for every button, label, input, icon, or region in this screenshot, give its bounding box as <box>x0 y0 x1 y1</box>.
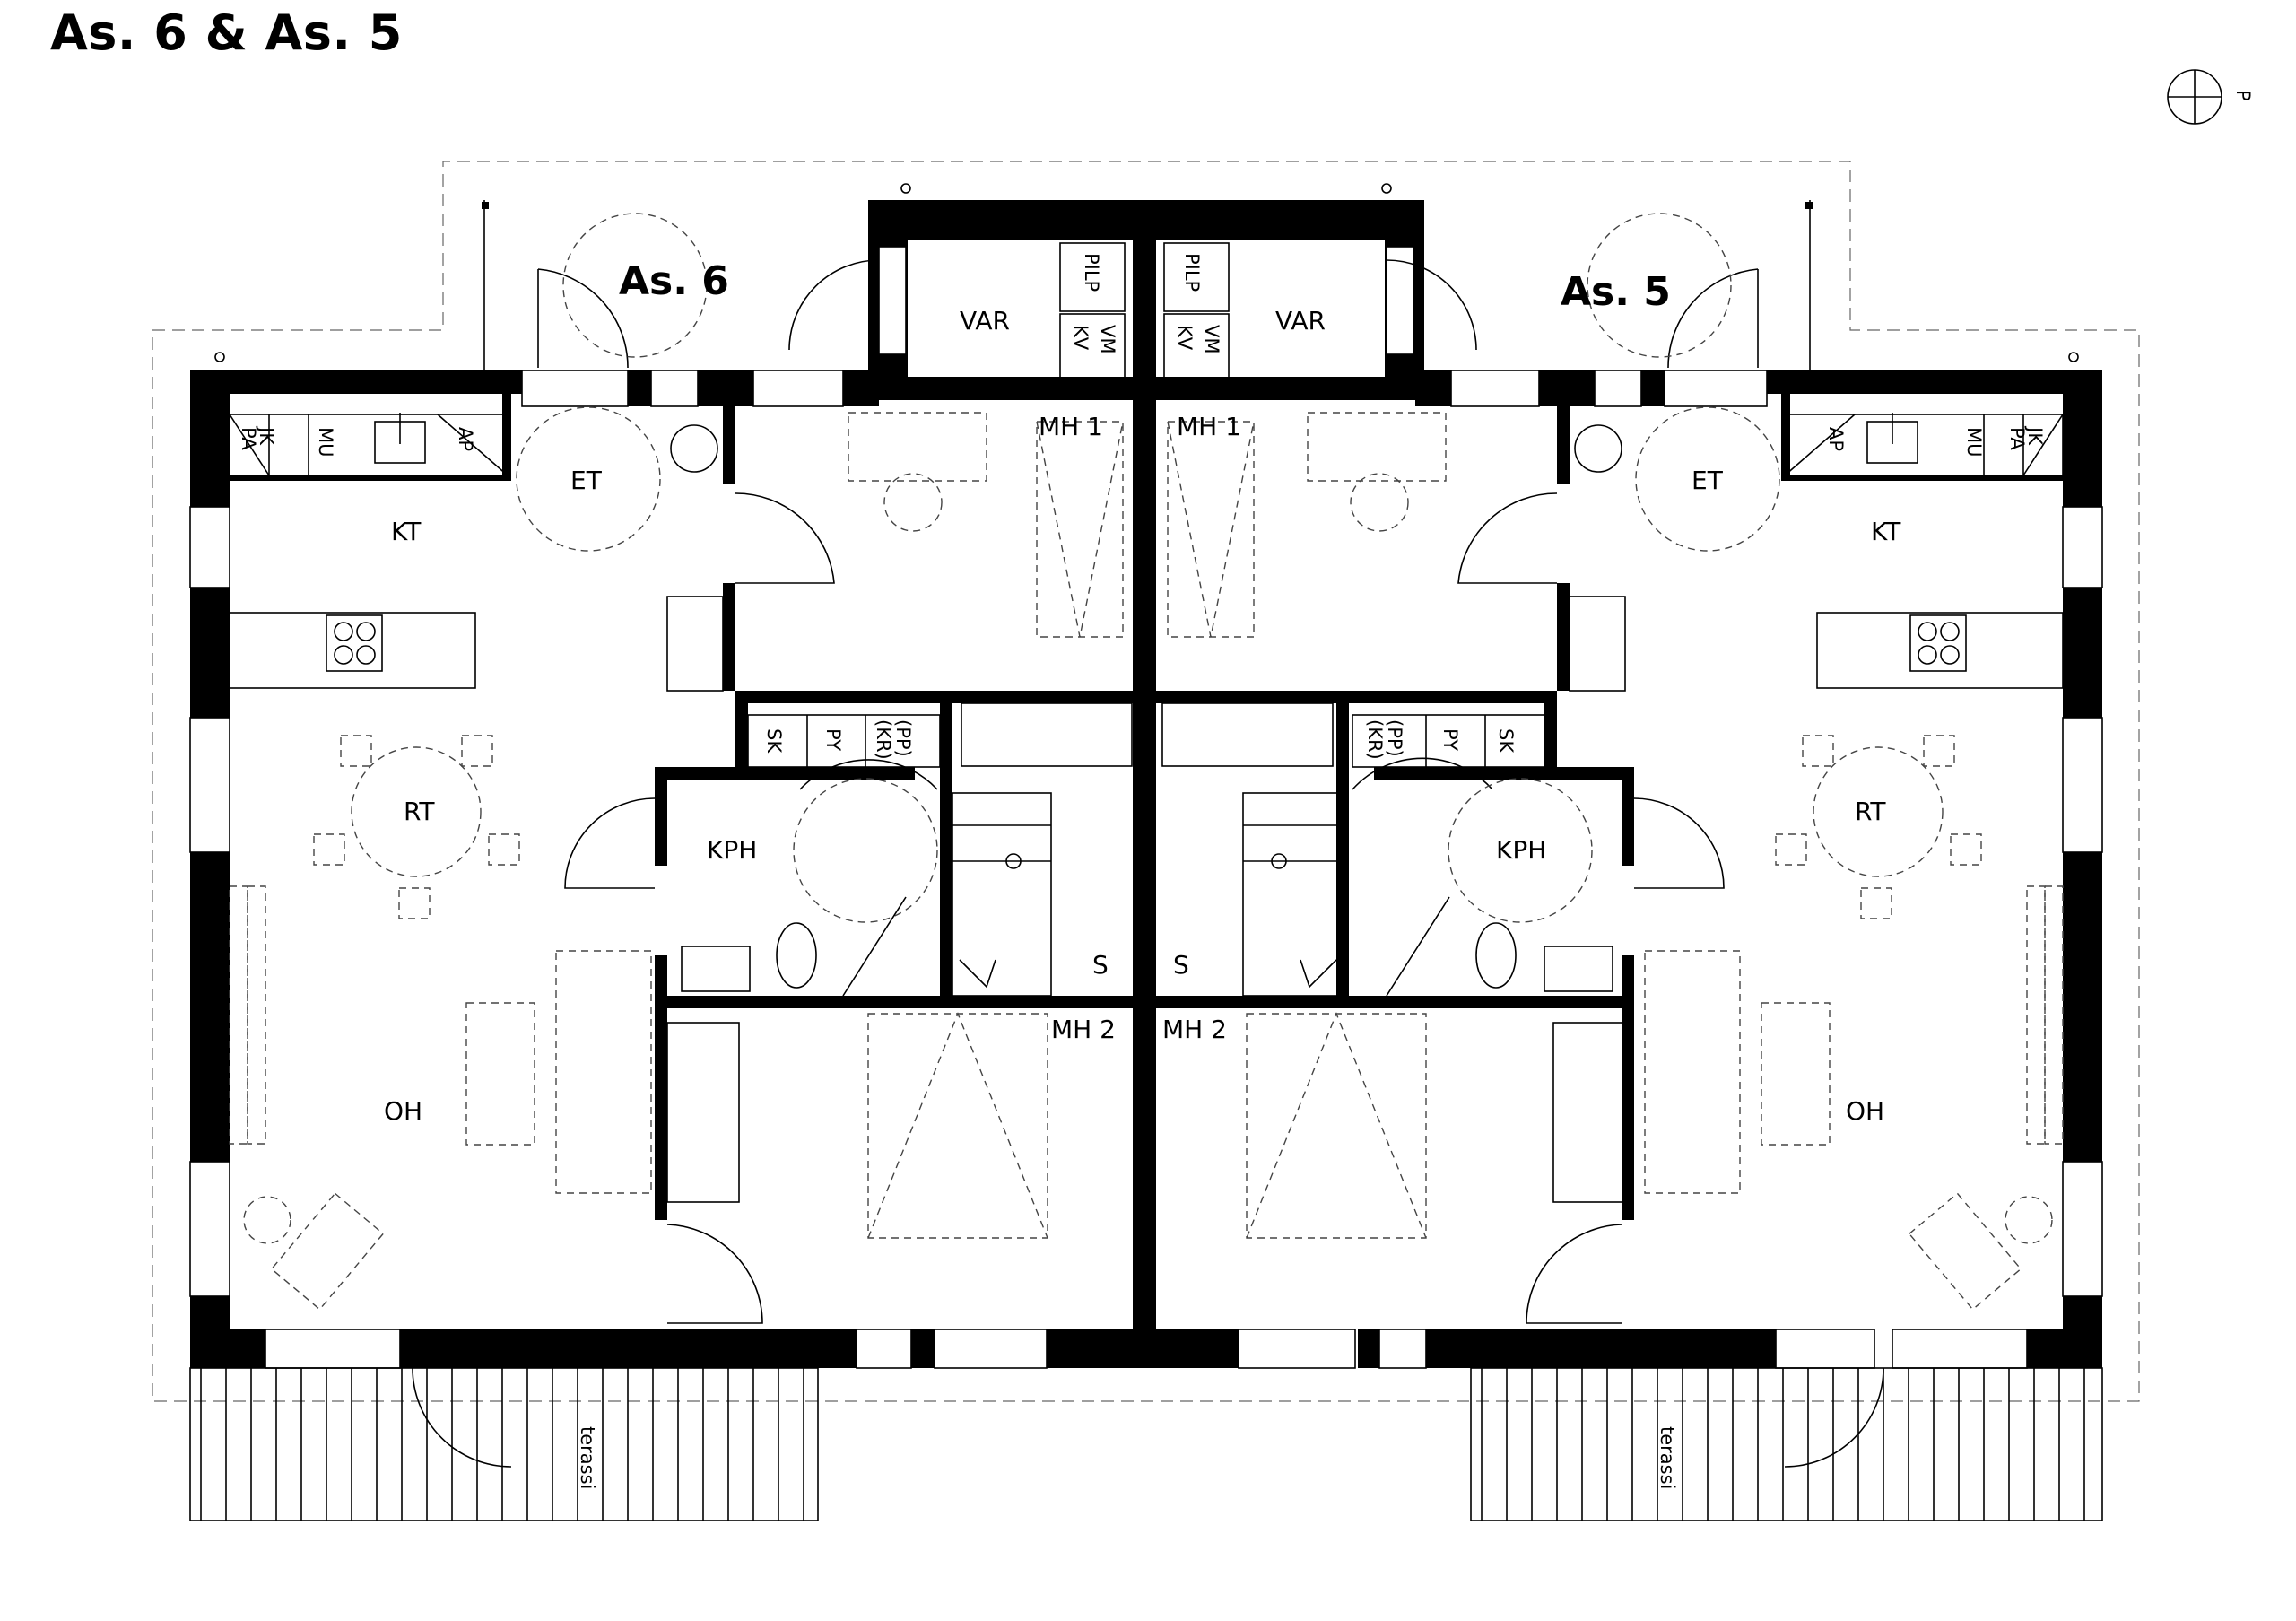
fixture-jk-right: JK <box>2024 425 2046 446</box>
dining <box>313 735 1982 919</box>
fixture-kr-left: (KR) <box>873 719 894 760</box>
labels: As. 6 As. 5 VAR VAR ET ET KT KT RT RT OH… <box>238 242 2046 1489</box>
roof-outline <box>152 161 2140 1402</box>
fixture-lljt-right: LLJT <box>1177 379 1215 400</box>
fixture-kr-right: (KR) <box>1364 719 1386 760</box>
exterior-walls <box>190 200 2102 1368</box>
room-et-right: ET <box>1692 466 1724 495</box>
fixture-pilp-right: PILP <box>1181 253 1203 292</box>
room-kph-right: KPH <box>1496 835 1546 865</box>
room-mh2-left: MH 2 <box>1051 1015 1116 1044</box>
room-kph-left: KPH <box>707 835 757 865</box>
room-var-right: VAR <box>1275 306 1326 336</box>
room-mh1-left: MH 1 <box>1039 412 1103 441</box>
room-mh1-right: MH 1 <box>1177 412 1241 441</box>
fixture-ap-left: AP <box>455 427 476 451</box>
unit-label-left: As. 6 <box>619 258 729 304</box>
room-s-right: S <box>1173 950 1189 980</box>
windows <box>189 246 2103 1369</box>
fixture-sk-left: SK <box>763 728 785 754</box>
room-oh-right: OH <box>1846 1096 1884 1126</box>
fixture-pp-left: (PP) <box>892 719 914 757</box>
fixture-py-left: PY <box>822 728 844 751</box>
canopy <box>214 183 2079 370</box>
living <box>229 885 2064 1311</box>
terrace-label-right: terassi <box>1657 1426 1678 1489</box>
unit-label-right: As. 5 <box>1561 269 1671 315</box>
fixture-pilp-left: PILP <box>1081 253 1102 292</box>
room-var-left: VAR <box>960 306 1010 336</box>
room-kt-left: KT <box>391 517 422 546</box>
fixture-mu-right: MU <box>1963 427 1985 458</box>
room-s-left: S <box>1092 950 1109 980</box>
room-rt-left: RT <box>404 797 435 826</box>
room-et-left: ET <box>570 466 603 495</box>
north-arrow-icon: P <box>2167 69 2254 125</box>
fixture-sk-right: SK <box>1495 728 1517 754</box>
page-title: As. 6 & As. 5 <box>50 4 403 61</box>
fixture-jk-left: JK <box>256 425 277 446</box>
doors <box>412 259 1884 1468</box>
bedrooms <box>666 412 1626 1239</box>
fixture-kv-right: KV <box>1174 325 1196 351</box>
fixture-ap-right: AP <box>1825 427 1847 451</box>
compass-label: P <box>2232 90 2254 101</box>
fixture-vm-left: VM <box>1097 325 1118 353</box>
turning-circles <box>516 213 1780 923</box>
fixture-pa-right: PA <box>2006 427 2028 450</box>
terrace-label-left: terassi <box>577 1426 598 1489</box>
room-mh2-right: MH 2 <box>1162 1015 1227 1044</box>
bathroom <box>681 714 1613 997</box>
kitchen <box>229 413 2064 689</box>
fixture-py-right: PY <box>1439 728 1461 751</box>
room-oh-left: OH <box>384 1096 422 1126</box>
room-kt-right: KT <box>1871 517 1901 546</box>
fixture-pp-right: (PP) <box>1384 719 1405 757</box>
fixture-mu-left: MU <box>315 427 336 458</box>
room-rt-right: RT <box>1855 797 1886 826</box>
fixture-kv-left: KV <box>1070 325 1091 351</box>
fixture-lljt-left: LLJT <box>1058 379 1097 400</box>
terraces <box>189 1367 2103 1521</box>
fixture-pa-left: PA <box>238 427 259 450</box>
fixture-vm-right: VM <box>1201 325 1222 353</box>
